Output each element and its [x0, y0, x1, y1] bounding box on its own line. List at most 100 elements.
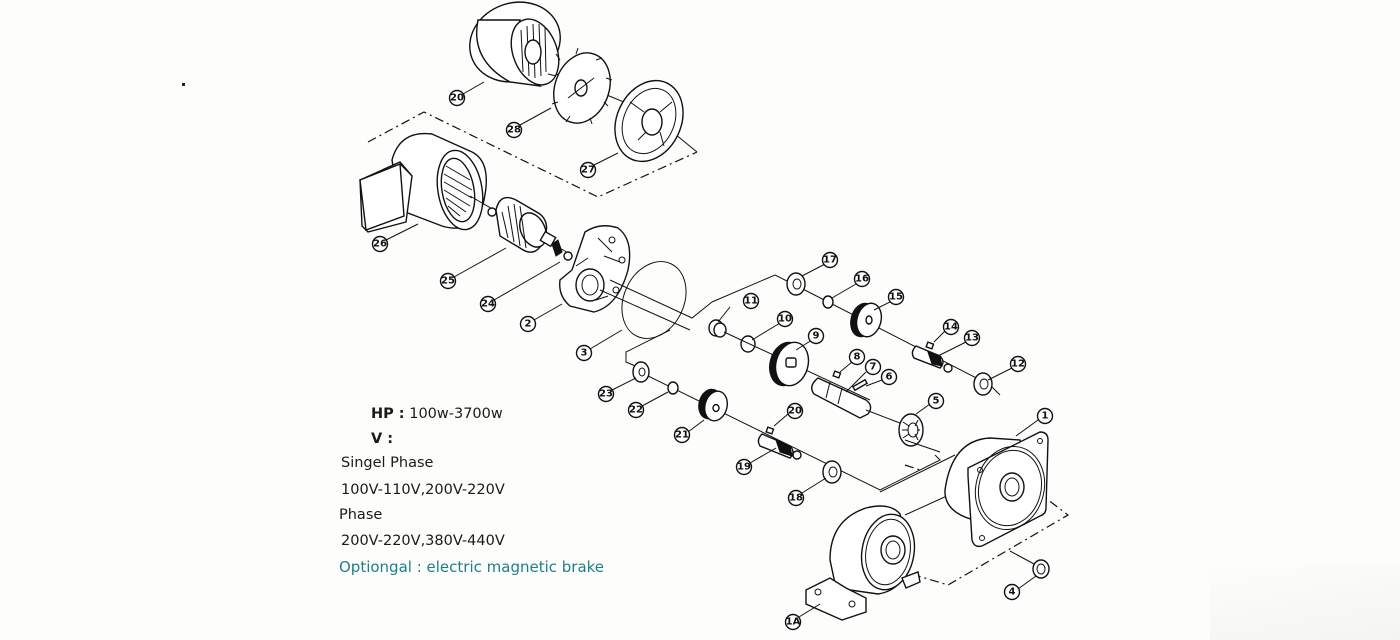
part-foot-mount-housing	[805, 505, 921, 621]
hp-label: HP :	[371, 406, 405, 422]
part-key-14	[925, 341, 935, 350]
part-key-20	[765, 426, 775, 435]
callout-14: 14	[942, 318, 960, 336]
svg-text:11: 11	[744, 296, 758, 307]
svg-text:16: 16	[855, 274, 869, 285]
voltage-label: V :	[371, 431, 393, 447]
svg-text:14: 14	[944, 322, 958, 333]
svg-text:20: 20	[788, 406, 802, 417]
svg-text:9: 9	[813, 331, 820, 342]
part-gear-case	[944, 431, 1049, 548]
stray-dot	[182, 83, 185, 86]
part-bearing-5	[898, 413, 924, 447]
part-oil-seal	[1032, 559, 1050, 579]
callout-11: 11	[742, 292, 760, 310]
part-bearing-24	[563, 251, 573, 261]
part-worm-shaft-19	[757, 433, 802, 460]
callout-9: 9	[807, 327, 825, 345]
part-bearing-17	[786, 272, 806, 296]
callout-28: 28	[505, 121, 523, 139]
svg-text:10: 10	[778, 314, 792, 325]
callout-25: 25	[439, 272, 457, 290]
svg-text:21: 21	[675, 430, 689, 441]
svg-text:23: 23	[599, 389, 613, 400]
svg-text:28: 28	[507, 125, 521, 136]
part-worm-shaft-13	[911, 345, 953, 373]
callout-21: 21	[673, 426, 691, 444]
callout-22: 22	[627, 401, 645, 419]
svg-text:12: 12	[1011, 359, 1025, 370]
part-gear-9	[769, 341, 810, 387]
callout-27: 27	[579, 161, 597, 179]
part-fan-impeller	[547, 47, 613, 125]
single-phase-label: Singel Phase	[341, 455, 434, 471]
callout-19: 19	[735, 458, 753, 476]
callout-6: 6	[880, 368, 898, 386]
callout-18: 18	[787, 489, 805, 507]
part-bushing-11	[708, 319, 727, 338]
hp-value: 100w-3700w	[409, 406, 503, 422]
phase-label: Phase	[339, 507, 383, 523]
callout-5: 5	[927, 392, 945, 410]
part-output-shaft	[811, 370, 872, 419]
svg-text:19: 19	[737, 462, 751, 473]
voltage-label-text: V :	[371, 431, 394, 447]
callout-7: 7	[864, 358, 882, 376]
svg-text:3: 3	[581, 348, 588, 359]
svg-text:5: 5	[933, 396, 940, 407]
callout-20-top: 20	[448, 89, 466, 107]
part-gear-cover	[559, 225, 631, 313]
svg-text:24: 24	[481, 299, 495, 310]
shaft-line-5	[865, 409, 906, 426]
leader-lines	[385, 81, 1039, 618]
part-motor-housing	[359, 132, 487, 233]
part-gear-15	[850, 302, 883, 338]
hp-spec: HP : 100w-3700w	[371, 406, 503, 422]
part-bearing-18	[822, 460, 842, 484]
callout-17: 17	[821, 251, 839, 269]
svg-text:20: 20	[450, 93, 464, 104]
part-bearing-12	[973, 372, 993, 396]
svg-text:18: 18	[789, 493, 803, 504]
callout-1a: 1A	[784, 613, 802, 631]
svg-text:17: 17	[823, 255, 837, 266]
callout-16: 16	[853, 270, 871, 288]
callout-24: 24	[479, 295, 497, 313]
callout-26: 26	[371, 235, 389, 253]
svg-text:1A: 1A	[786, 617, 801, 628]
svg-text:8: 8	[854, 352, 861, 363]
fan-group-boundary	[367, 111, 698, 198]
svg-text:13: 13	[965, 333, 979, 344]
lower-axis-line	[639, 371, 941, 491]
phase-values: 200V-220V,380V-440V	[341, 533, 505, 549]
part-bushing-22	[667, 381, 679, 395]
part-bearing-23	[632, 361, 650, 383]
part-washer-10	[740, 335, 756, 353]
svg-text:1: 1	[1042, 411, 1049, 422]
svg-text:2: 2	[525, 319, 532, 330]
callout-8: 8	[848, 348, 866, 366]
gasket-leader-corner	[625, 329, 671, 369]
callout-23: 23	[597, 385, 615, 403]
svg-text:27: 27	[581, 165, 595, 176]
part-gear-21	[698, 388, 729, 422]
seal-leader	[1009, 550, 1035, 565]
background-shadow	[1210, 565, 1400, 640]
callout-1: 1	[1036, 407, 1054, 425]
part-rotor	[487, 196, 563, 257]
part-fan-cover	[469, 1, 561, 88]
callout-20-lower: 20	[786, 402, 804, 420]
svg-text:25: 25	[441, 276, 455, 287]
part-fan-bracket	[614, 79, 684, 163]
callout-4: 4	[1003, 583, 1021, 601]
single-phase-values: 100V-110V,200V-220V	[341, 482, 505, 498]
callout-12: 12	[1009, 355, 1027, 373]
svg-text:26: 26	[373, 239, 387, 250]
svg-text:6: 6	[886, 372, 893, 383]
part-bushing-16	[822, 295, 834, 309]
callout-13: 13	[963, 329, 981, 347]
callout-15: 15	[887, 288, 905, 306]
svg-text:22: 22	[629, 405, 643, 416]
optional-brake-note: Optiongal : electric magnetic brake	[339, 558, 605, 576]
